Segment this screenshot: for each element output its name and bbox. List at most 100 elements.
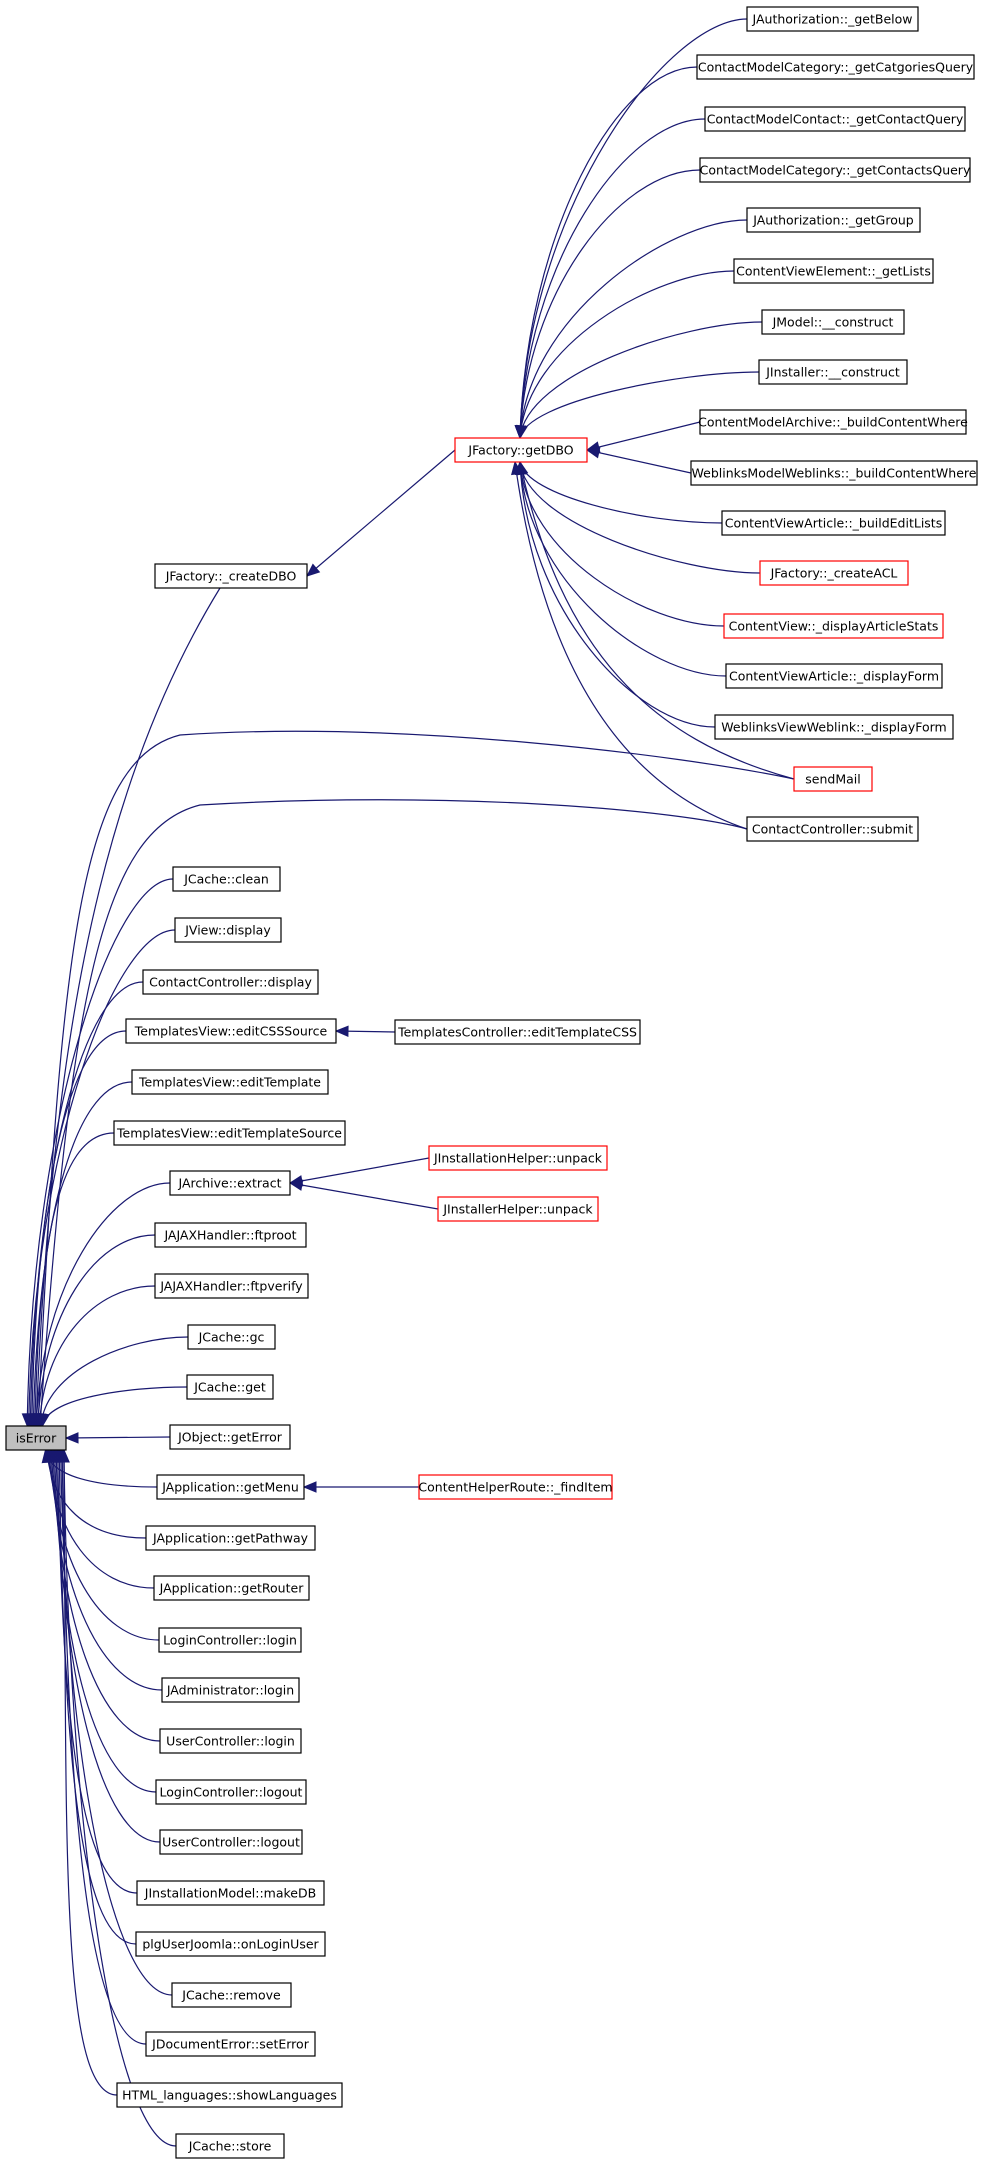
edge-line: [40, 1336, 189, 1427]
call-node[interactable]: JAJAXHandler::ftproot: [154, 1222, 307, 1248]
arrowhead-icon: [511, 460, 523, 476]
call-node[interactable]: UserController::login: [159, 1728, 302, 1754]
call-node[interactable]: JInstallerHelper::unpack: [437, 1196, 599, 1222]
node-label: LoginController::login: [163, 1633, 297, 1648]
call-node[interactable]: JFactory::_createACL: [759, 560, 909, 586]
call-node[interactable]: JAuthorization::_getBelow: [746, 6, 919, 32]
arrowhead-icon: [585, 447, 601, 459]
node-box: [156, 1474, 305, 1500]
edge-line: [28, 929, 176, 1427]
call-node[interactable]: JView::display: [174, 917, 282, 943]
call-node[interactable]: WeblinksModelWeblinks::_buildContentWher…: [690, 460, 978, 486]
edge-line: [65, 1436, 171, 1439]
call-node[interactable]: JAuthorization::_getGroup: [746, 207, 921, 233]
call-node[interactable]: JAdministrator::login: [161, 1677, 300, 1703]
node-label: JView::display: [184, 923, 271, 938]
node-label: ContentViewElement::_getLists: [736, 264, 931, 279]
node-box: [723, 613, 944, 639]
call-node[interactable]: JCache::remove: [171, 1982, 292, 2008]
node-label: TemplatesController::editTemplateCSS: [397, 1025, 637, 1040]
node-box: [116, 2082, 343, 2108]
edge-line: [519, 219, 748, 439]
call-edge: [514, 460, 727, 677]
call-node[interactable]: sendMail: [793, 766, 873, 792]
edge-line: [37, 730, 795, 1427]
call-node[interactable]: JCache::gc: [187, 1324, 276, 1350]
call-node[interactable]: TemplatesView::editTemplateSource: [113, 1120, 346, 1146]
node-box: [721, 510, 946, 536]
node-box: [161, 1677, 300, 1703]
node-label: ContactModelContact::_getContactQuery: [707, 112, 964, 127]
call-edge: [288, 1157, 430, 1187]
node-label: JAuthorization::_getGroup: [752, 213, 914, 228]
call-node[interactable]: WeblinksViewWeblink::_displayForm: [714, 714, 954, 740]
edge-line: [26, 878, 174, 1427]
call-node[interactable]: ContactModelCategory::_getCatgoriesQuery: [696, 54, 975, 80]
call-node[interactable]: LoginController::logout: [155, 1779, 307, 1805]
call-node[interactable]: JInstaller::__construct: [758, 359, 908, 385]
call-node[interactable]: JCache::clean: [172, 866, 281, 892]
call-node[interactable]: TemplatesController::editTemplateCSS: [394, 1019, 641, 1045]
call-edge: [35, 799, 748, 1428]
call-node[interactable]: JApplication::getMenu: [156, 1474, 305, 1500]
call-node[interactable]: LoginController::login: [158, 1627, 302, 1653]
edge-line: [41, 1386, 188, 1427]
call-node[interactable]: JCache::get: [186, 1374, 274, 1400]
call-node[interactable]: ContentViewElement::_getLists: [733, 258, 934, 284]
call-node[interactable]: ContentModelArchive::_buildContentWhere: [698, 409, 968, 435]
node-box: [175, 2133, 285, 2159]
node-label: ContentView::_displayArticleStats: [729, 619, 939, 634]
node-label: JFactory::_createACL: [770, 566, 898, 581]
node-label: JApplication::getMenu: [161, 1480, 299, 1495]
call-node[interactable]: HTML_languages::showLanguages: [116, 2082, 343, 2108]
call-node[interactable]: TemplatesView::editCSSSource: [125, 1018, 337, 1044]
edge-line: [519, 461, 795, 780]
call-node[interactable]: JObject::getError: [169, 1424, 291, 1450]
call-node[interactable]: ContentView::_displayArticleStats: [723, 613, 944, 639]
call-node[interactable]: ContentViewArticle::_buildEditLists: [721, 510, 946, 536]
call-node[interactable]: JCache::store: [175, 2133, 285, 2159]
call-node[interactable]: JApplication::getRouter: [153, 1575, 310, 1601]
node-label: JArchive::extract: [177, 1176, 281, 1191]
call-node[interactable]: JArchive::extract: [169, 1170, 291, 1196]
call-edge: [334, 1025, 396, 1037]
call-node[interactable]: ContactController::submit: [746, 816, 919, 842]
edge-line: [57, 1449, 138, 1894]
call-node[interactable]: JModel::__construct: [761, 309, 905, 335]
node-box: [154, 1222, 307, 1248]
call-node[interactable]: JInstallationModel::makeDB: [136, 1880, 325, 1906]
arrowhead-icon: [64, 1432, 79, 1444]
call-node[interactable]: JFactory::_createDBO: [154, 563, 308, 589]
edge-line: [37, 1234, 156, 1427]
call-node[interactable]: JApplication::getPathway: [145, 1525, 316, 1551]
edge-line: [519, 66, 698, 439]
call-node[interactable]: TemplatesView::editTemplate: [131, 1069, 329, 1095]
call-node[interactable]: JFactory::getDBO: [454, 437, 588, 463]
root-node[interactable]: isError: [5, 1425, 67, 1451]
node-box: [153, 1575, 310, 1601]
call-node[interactable]: ContactModelContact::_getContactQuery: [704, 106, 966, 132]
node-label: JAuthorization::_getBelow: [752, 12, 913, 27]
edge-line: [519, 371, 760, 439]
node-label: JApplication::getPathway: [152, 1531, 309, 1546]
call-node[interactable]: JDocumentError::setError: [145, 2031, 316, 2057]
node-label: JCache::gc: [198, 1330, 265, 1345]
node-box: [169, 1424, 291, 1450]
node-label: JAJAXHandler::ftproot: [163, 1228, 296, 1243]
call-node[interactable]: JInstallationHelper::unpack: [428, 1145, 608, 1171]
edge-line: [519, 18, 748, 439]
call-node[interactable]: ContactController::display: [142, 969, 319, 995]
edge-line: [519, 270, 735, 439]
node-box: [746, 6, 919, 32]
node-label: JCache::clean: [183, 872, 269, 887]
call-node[interactable]: JAJAXHandler::ftpverify: [154, 1273, 309, 1299]
call-edge: [516, 371, 760, 440]
node-label: JObject::getError: [177, 1430, 283, 1445]
node-box: [714, 714, 954, 740]
call-node[interactable]: plgUserJoomla::onLoginUser: [135, 1931, 326, 1957]
call-node[interactable]: ContentViewArticle::_displayForm: [725, 663, 943, 689]
edge-line: [519, 461, 761, 574]
call-node[interactable]: ContactModelCategory::_getContactsQuery: [699, 157, 971, 183]
call-node[interactable]: ContentHelperRoute::_findItem: [418, 1474, 613, 1500]
call-node[interactable]: UserController::logout: [159, 1829, 303, 1855]
